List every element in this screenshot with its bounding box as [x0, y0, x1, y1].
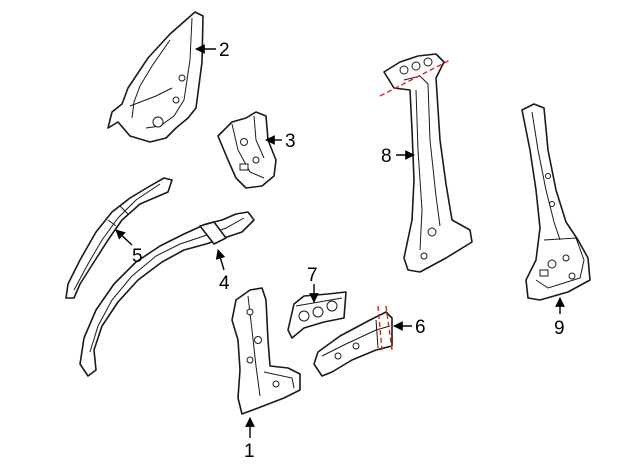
- part-6-sill: [313, 305, 393, 377]
- part-8-cut-line: [379, 59, 451, 97]
- callout-3: 3: [285, 131, 296, 152]
- callout-7: 7: [307, 265, 318, 286]
- part-4-rail: [79, 211, 255, 377]
- part-9-pillar: [521, 103, 591, 301]
- part-5-rail: [65, 177, 173, 299]
- callout-9: 9: [554, 318, 565, 339]
- callout-4: 4: [219, 273, 230, 294]
- callout-2: 2: [219, 40, 230, 61]
- part-8-pillar: [379, 53, 473, 273]
- part-2-panel: [107, 11, 204, 143]
- callout-6: 6: [415, 317, 426, 338]
- callout-8: 8: [381, 146, 392, 167]
- part-6-cut-line-a: [377, 305, 383, 351]
- part-7-reinforcement: [287, 291, 347, 339]
- callout-5: 5: [132, 246, 143, 267]
- callout-1: 1: [244, 441, 255, 462]
- leader-4: [215, 249, 226, 271]
- part-1-pillar: [231, 287, 301, 415]
- leader-5: [115, 229, 133, 246]
- part-3-bracket: [217, 111, 277, 189]
